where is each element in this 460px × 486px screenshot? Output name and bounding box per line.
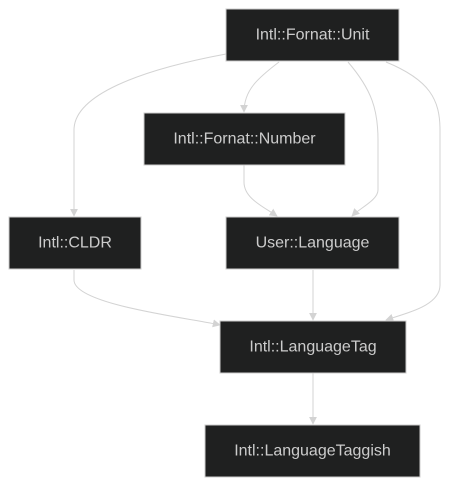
node-intl-languagetag[interactable]: Intl::LanguageTag <box>219 320 407 374</box>
node-label: User::Language <box>256 235 370 252</box>
node-label: Intl::LanguageTaggish <box>234 443 391 460</box>
node-label: Intl::Fornat::Number <box>173 131 316 148</box>
node-intl-cldr[interactable]: Intl::CLDR <box>8 216 142 270</box>
node-label: Intl::LanguageTag <box>249 339 376 356</box>
edge-cldr-to-language-tag <box>73 270 221 328</box>
node-intl-fornat-unit[interactable]: Intl::Fornat::Unit <box>225 8 400 62</box>
edge-unit-to-number <box>240 61 280 113</box>
node-intl-languagetaggish[interactable]: Intl::LanguageTaggish <box>204 424 421 478</box>
edge-unit-to-cldr <box>70 53 227 217</box>
node-intl-fornat-number[interactable]: Intl::Fornat::Number <box>143 112 346 166</box>
edges <box>70 53 441 425</box>
node-user-language[interactable]: User::Language <box>225 216 400 270</box>
edge-unit-to-language-tag <box>385 61 441 322</box>
node-label: Intl::CLDR <box>38 235 112 252</box>
node-label: Intl::Fornat::Unit <box>256 27 370 44</box>
edge-unit-to-user-language <box>347 61 379 217</box>
edge-number-to-user-language <box>243 165 278 217</box>
